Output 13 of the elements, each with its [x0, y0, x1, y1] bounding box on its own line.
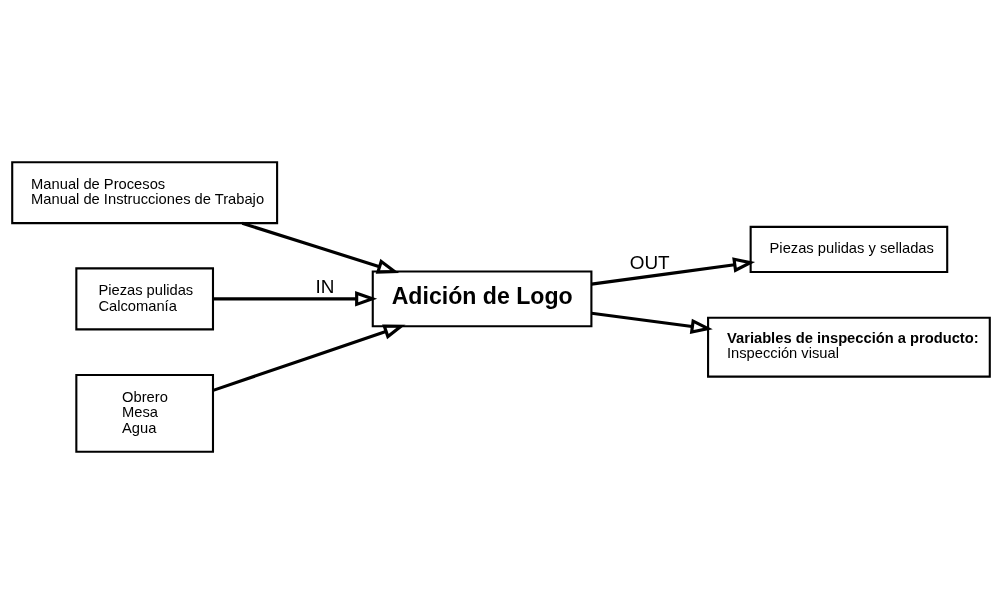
- arrow: [213, 291, 378, 307]
- edge-label: OUT: [629, 251, 670, 273]
- node-box: Adición de Logo: [371, 270, 593, 328]
- node-box: Piezas pulidas Calcomanía: [75, 267, 215, 331]
- node-box: Variables de inspección a producto: Inspección visual: [707, 316, 991, 378]
- arrow: [591, 257, 756, 286]
- arrow: [591, 311, 713, 335]
- arrow: [212, 324, 406, 392]
- node-box: Obrero Mesa Agua: [75, 374, 215, 453]
- node-box: Manual de Procesos Manual de Instrucciones de Trabajo: [11, 161, 279, 225]
- node-box: Piezas pulidas y selladas: [749, 225, 949, 274]
- arrow: [241, 221, 400, 274]
- edge-label: IN: [315, 275, 335, 297]
